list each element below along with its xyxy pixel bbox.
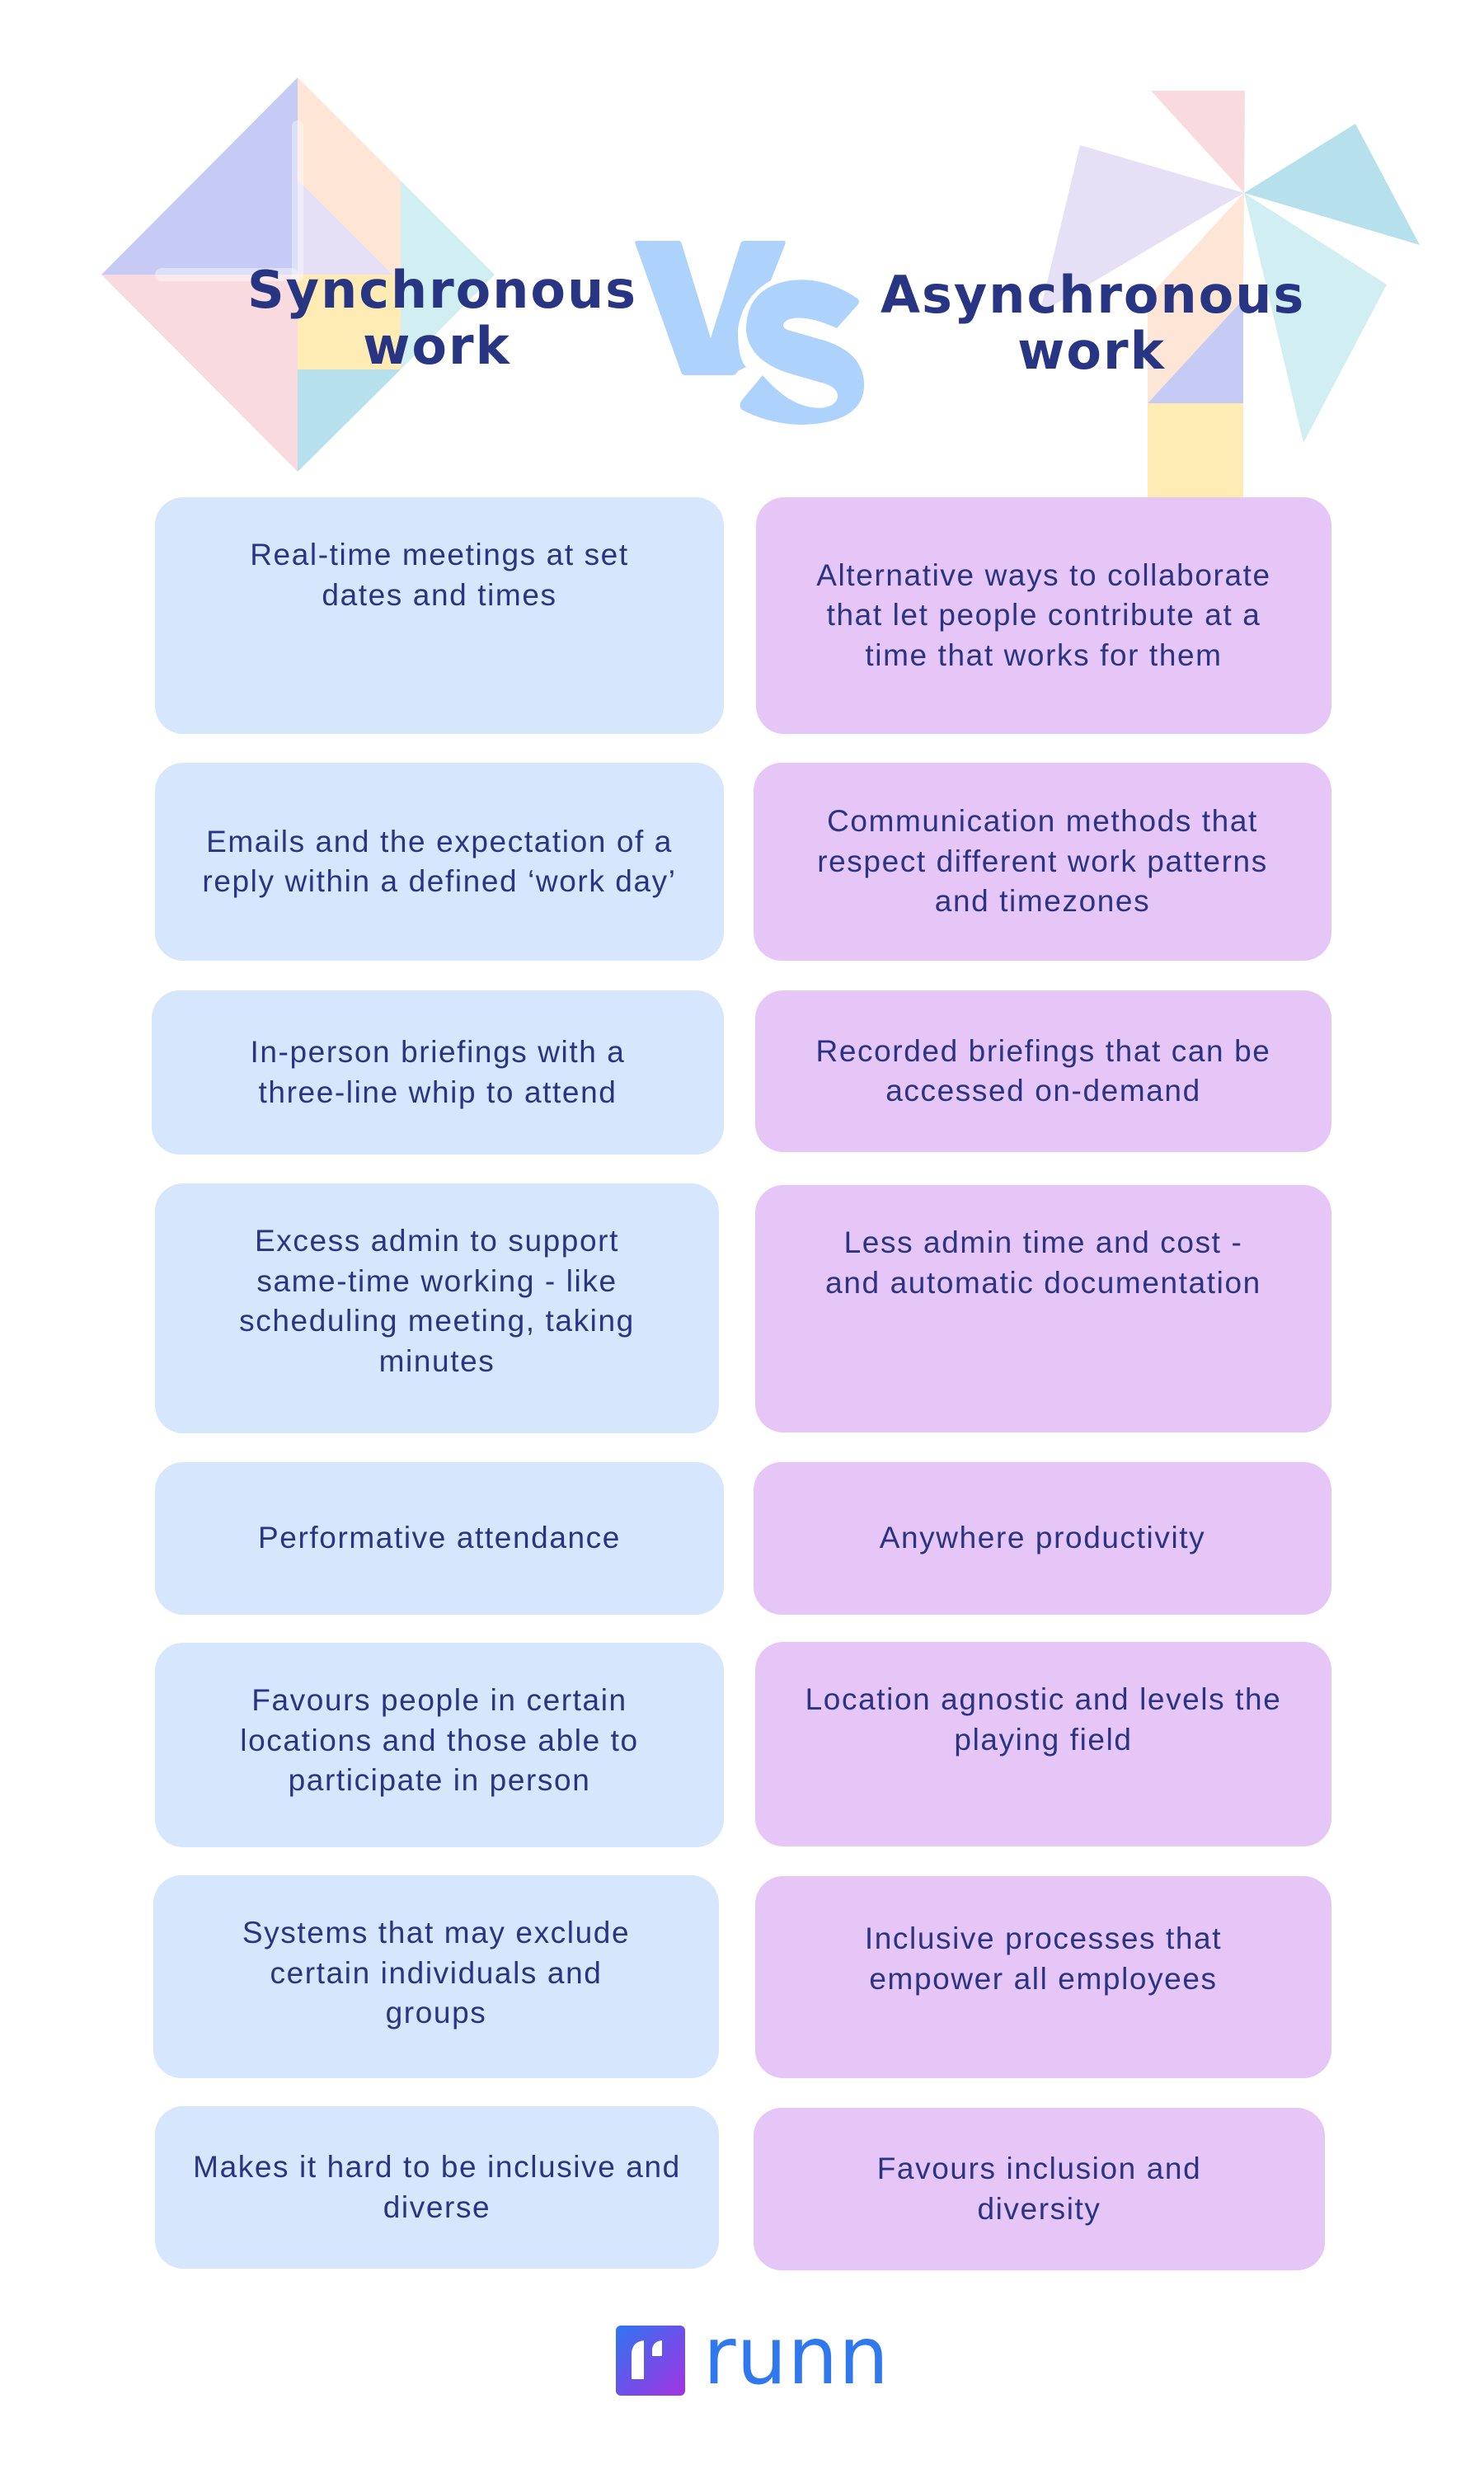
- sync-card-4: Excess admin to support same-time workin…: [155, 1183, 719, 1433]
- async-card-3: Recorded briefings that can be accessed …: [755, 990, 1331, 1152]
- sync-card-text: In-person briefings with a three-line wh…: [250, 1035, 626, 1109]
- sync-card-text: Makes it hard to be inclusive and divers…: [193, 2150, 681, 2224]
- async-card-text: Location agnostic and levels the playing…: [805, 1682, 1282, 1757]
- sync-card-text: Excess admin to support same-time workin…: [239, 1224, 635, 1378]
- sync-card-3: In-person briefings with a three-line wh…: [152, 990, 724, 1155]
- async-card-8: Favours inclusion and diversity: [754, 2108, 1325, 2270]
- synchronous-heading: Synchronous work: [247, 260, 638, 376]
- async-card-6: Location agnostic and levels the playing…: [755, 1642, 1331, 1846]
- async-card-2: Communication methods that respect diffe…: [754, 763, 1331, 961]
- sync-card-2: Emails and the expectation of a reply wi…: [155, 763, 724, 961]
- asynchronous-heading: Asynchronous work: [881, 267, 1303, 379]
- sync-card-text: Emails and the expectation of a reply wi…: [202, 824, 677, 899]
- synchronous-heading-line-1: Synchronous: [247, 260, 638, 320]
- async-card-text: Anywhere productivity: [879, 1521, 1206, 1555]
- async-card-7: Inclusive processes that empower all emp…: [755, 1876, 1331, 2078]
- async-card-text: Communication methods that respect diffe…: [817, 804, 1268, 919]
- async-card-4: Less admin time and cost - and automatic…: [755, 1185, 1331, 1432]
- diamond-decoration-icon: [101, 78, 495, 472]
- async-card-text: Inclusive processes that empower all emp…: [864, 1921, 1223, 1996]
- runn-logo[interactable]: runn: [616, 2309, 890, 2402]
- async-card-text: Less admin time and cost - and automatic…: [825, 1225, 1261, 1300]
- synchronous-heading-line-2: work: [363, 316, 511, 376]
- async-card-text: Alternative ways to collaborate that let…: [816, 557, 1271, 672]
- pinwheel-decoration-icon: [1040, 91, 1420, 515]
- sync-card-1: Real-time meetings at set dates and time…: [155, 497, 724, 734]
- async-card-5: Anywhere productivity: [754, 1462, 1331, 1615]
- sync-card-7: Systems that may exclude certain individ…: [153, 1875, 719, 2078]
- sync-card-text: Favours people in certain locations and …: [240, 1683, 639, 1797]
- async-card-1: Alternative ways to collaborate that let…: [756, 497, 1331, 734]
- sync-card-text: Real-time meetings at set dates and time…: [250, 538, 629, 612]
- sync-card-8: Makes it hard to be inclusive and divers…: [155, 2106, 719, 2269]
- async-card-text: Favours inclusion and diversity: [876, 2152, 1202, 2226]
- sync-card-5: Performative attendance: [155, 1462, 724, 1615]
- async-card-text: Recorded briefings that can be accessed …: [815, 1033, 1271, 1108]
- sync-card-text: Performative attendance: [258, 1521, 621, 1555]
- runn-brand-name: runn: [703, 2309, 890, 2402]
- asynchronous-heading-line-2: work: [1017, 321, 1166, 381]
- runn-logo-mark-icon: [616, 2326, 685, 2396]
- vs-icon: [635, 241, 865, 425]
- sync-card-6: Favours people in certain locations and …: [155, 1643, 724, 1847]
- sync-card-text: Systems that may exclude certain individ…: [242, 1916, 631, 2030]
- asynchronous-heading-line-1: Asynchronous: [881, 265, 1306, 325]
